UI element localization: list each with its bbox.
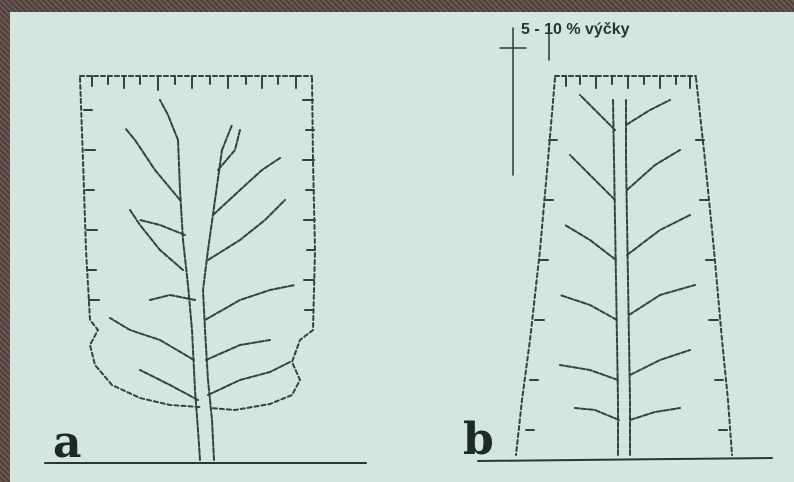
tree-b-crown-outline (516, 76, 732, 455)
panel-label-b: b (463, 418, 494, 462)
ground-line-b (478, 458, 772, 461)
tree-a-top-ticks (84, 76, 315, 310)
tree-b-branches (560, 95, 695, 455)
height-dimension-marker (500, 28, 549, 175)
tree-a-crown-outline (80, 76, 315, 410)
tree-a-branches (110, 100, 295, 460)
height-annotation: 5 - 10 % výčky (521, 21, 630, 39)
panel-label-a: a (53, 421, 82, 465)
